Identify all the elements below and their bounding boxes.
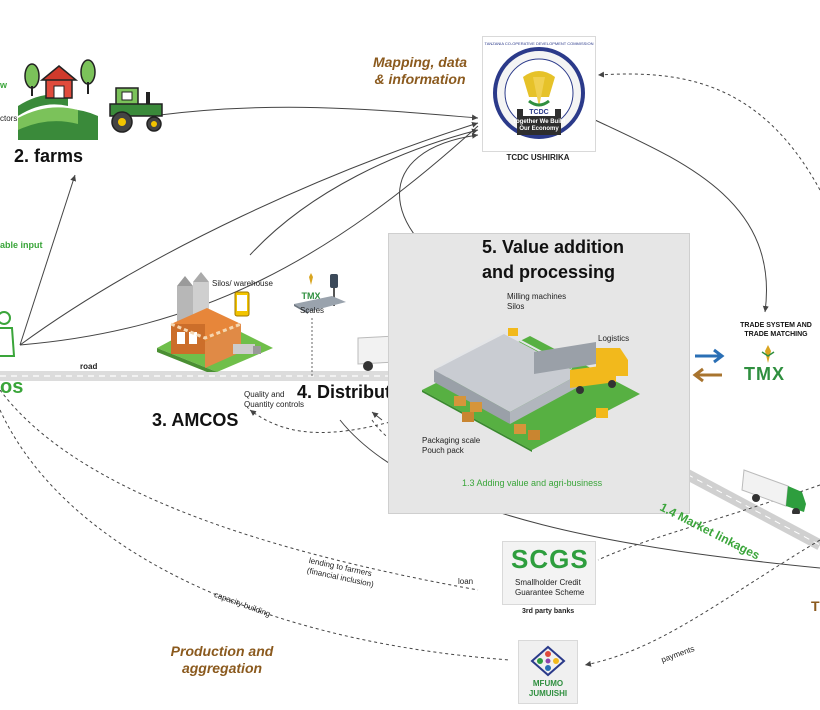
right-edge-partial-label: T [811,598,820,614]
adding-value-label: 1.3 Adding value and agri-business [462,478,603,488]
tcdc-motto-1: Together We Build [512,119,566,125]
inputs-label: able input [0,240,43,250]
scale-icon [294,274,346,314]
farms-title: 2. farms [14,146,84,166]
silo-warehouse-icon [157,272,273,372]
amcos-title: 3. AMCOS [152,410,239,430]
distribution-title: 4. Distribution [297,382,418,402]
trade-title-2: TRADE MATCHING [744,331,808,338]
cos-partial-label: os [0,376,24,398]
amcos-quality-label-1: Quality and [244,390,285,399]
tmx-logo [761,345,775,363]
person-icon [0,311,16,357]
farms-partial-label-top: w [0,80,8,90]
mfumo-line-1: MFUMO [532,679,564,688]
tcdc-emblem [493,47,585,139]
mfumo-line-2: JUMUISHI [528,689,568,698]
packaging-label-2: Pouch pack [422,446,464,455]
packaging-label-1: Packaging scale [422,436,481,445]
scales-label: Scales [300,306,325,315]
farms-partial-label-middle: ctors, [0,114,20,123]
tcdc-logo-text: TCDC [523,109,555,116]
market-truck-icon [741,469,806,514]
road-label: road [80,362,98,371]
scgs-caption: 3rd party banks [522,608,575,615]
amcos-quality-label-2: Quantity controls [244,400,305,409]
mapping-line-2: & information [374,71,466,87]
farm-icon [18,59,163,140]
value-addition-title-1: 5. Value addition [482,237,625,257]
production-line-1: Production and [170,643,274,659]
scales-tmx-logo: TMX [296,272,326,301]
scales-tmx-text: TMX [301,291,321,301]
loan-label: loan [458,577,474,586]
tcdc-ring-text: TANZANIA CO-OPERATIVE DEVELOPMENT COMMIS… [484,41,594,46]
value-addition-title-2: and processing [482,262,616,282]
mfumo-emblem [530,645,566,677]
milling-label-1: Milling machines [507,292,567,301]
scgs-line-1: Smallholder Credit [515,578,581,587]
amcos-silos-label: Silos/ warehouse [212,279,273,288]
tcdc-logo: TCDC TANZANIA CO-OPERATIVE DEVELOPMENT C… [482,36,596,152]
warehouse-isometric-icon [422,328,640,452]
milling-label-2: Silos [507,302,525,311]
mfumo-logo: MFUMO JUMUISHI [518,640,578,704]
production-line-2: aggregation [181,660,263,676]
tcdc-motto-2: Our Economy [519,126,559,132]
trade-title-1: TRADE SYSTEM AND [740,322,812,329]
tcdc-caption: TCDC USHIRIKA [506,153,570,162]
scgs-logo: SCGS Smallholder Credit Guarantee Scheme [502,541,596,605]
scgs-acronym: SCGS [511,544,589,574]
logistics-label: Logistics [598,334,630,343]
tractor-icon [109,87,163,133]
trade-tmx-text: TMX [744,364,785,384]
scgs-line-2: Guarantee Scheme [515,588,585,597]
mapping-line-1: Mapping, data [372,54,468,70]
